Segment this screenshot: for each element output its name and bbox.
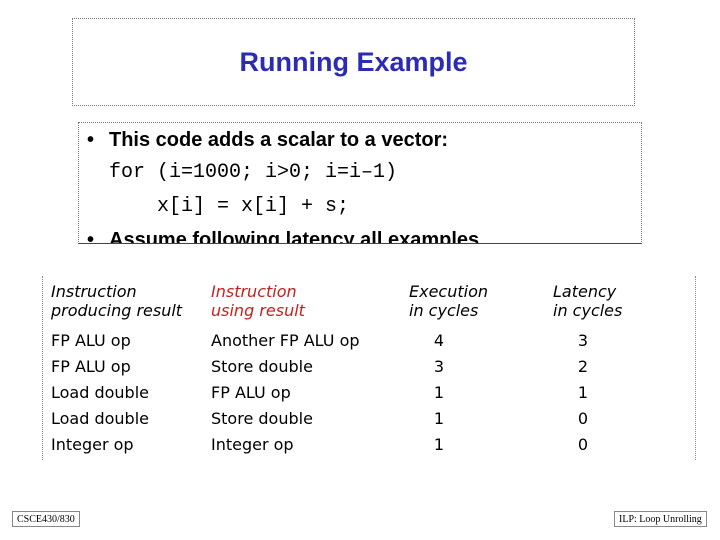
header-execution: Execution in cycles — [409, 282, 489, 320]
header-using: Instruction using result — [211, 282, 305, 320]
column-execution: Execution in cycles 4 3 1 1 1 — [409, 282, 489, 454]
header-producing: Instruction producing result — [51, 282, 183, 320]
column-latency: Latency in cycles 3 2 1 0 0 — [553, 282, 623, 454]
code-line-assignment: x[i] = x[i] + s; — [157, 195, 350, 218]
bullet-icon: • — [87, 229, 95, 244]
content-box: • This code adds a scalar to a vector: fo… — [78, 122, 642, 244]
table-cell: Load double — [51, 409, 149, 428]
table-cell: 0 — [577, 435, 589, 454]
bullet-text: Assume following latency all examples — [109, 229, 480, 244]
table-cell: 2 — [577, 357, 589, 376]
table-cell: Another FP ALU op — [211, 331, 360, 350]
table-cell: 4 — [433, 331, 445, 350]
table-cell: 1 — [433, 383, 445, 402]
footer-topic: ILP: Loop Unrolling — [614, 511, 707, 527]
table-cell: 3 — [433, 357, 445, 376]
footer-course: CSCE430/830 — [12, 511, 80, 527]
bullet-latency: • Assume following latency all examples — [87, 229, 480, 244]
table-cell: Store double — [211, 357, 313, 376]
table-cell: 0 — [577, 409, 589, 428]
column-using: Instruction using result Another FP ALU … — [211, 282, 360, 454]
bullet-icon: • — [87, 129, 95, 151]
bullet-scalar-vector: • This code adds a scalar to a vector: — [87, 129, 448, 152]
header-latency: Latency in cycles — [553, 282, 623, 320]
column-producing: Instruction producing result FP ALU op F… — [51, 282, 183, 454]
table-cell: FP ALU op — [51, 331, 131, 350]
bullet-text: This code adds a scalar to a vector: — [109, 129, 449, 151]
table-cell: Integer op — [211, 435, 294, 454]
table-cell: Integer op — [51, 435, 134, 454]
table-cell: 1 — [577, 383, 589, 402]
table-cell: FP ALU op — [51, 357, 131, 376]
table-cell: 3 — [577, 331, 589, 350]
title-box: Running Example — [72, 18, 635, 106]
code-line-for-loop: for (i=1000; i>0; i=i–1) — [109, 161, 398, 184]
table-cell: FP ALU op — [211, 383, 291, 402]
table-cell: Load double — [51, 383, 149, 402]
table-cell: 1 — [433, 409, 445, 428]
slide-title: Running Example — [239, 47, 468, 77]
table-cell: Store double — [211, 409, 313, 428]
latency-table: Instruction producing result FP ALU op F… — [42, 276, 696, 460]
table-cell: 1 — [433, 435, 445, 454]
